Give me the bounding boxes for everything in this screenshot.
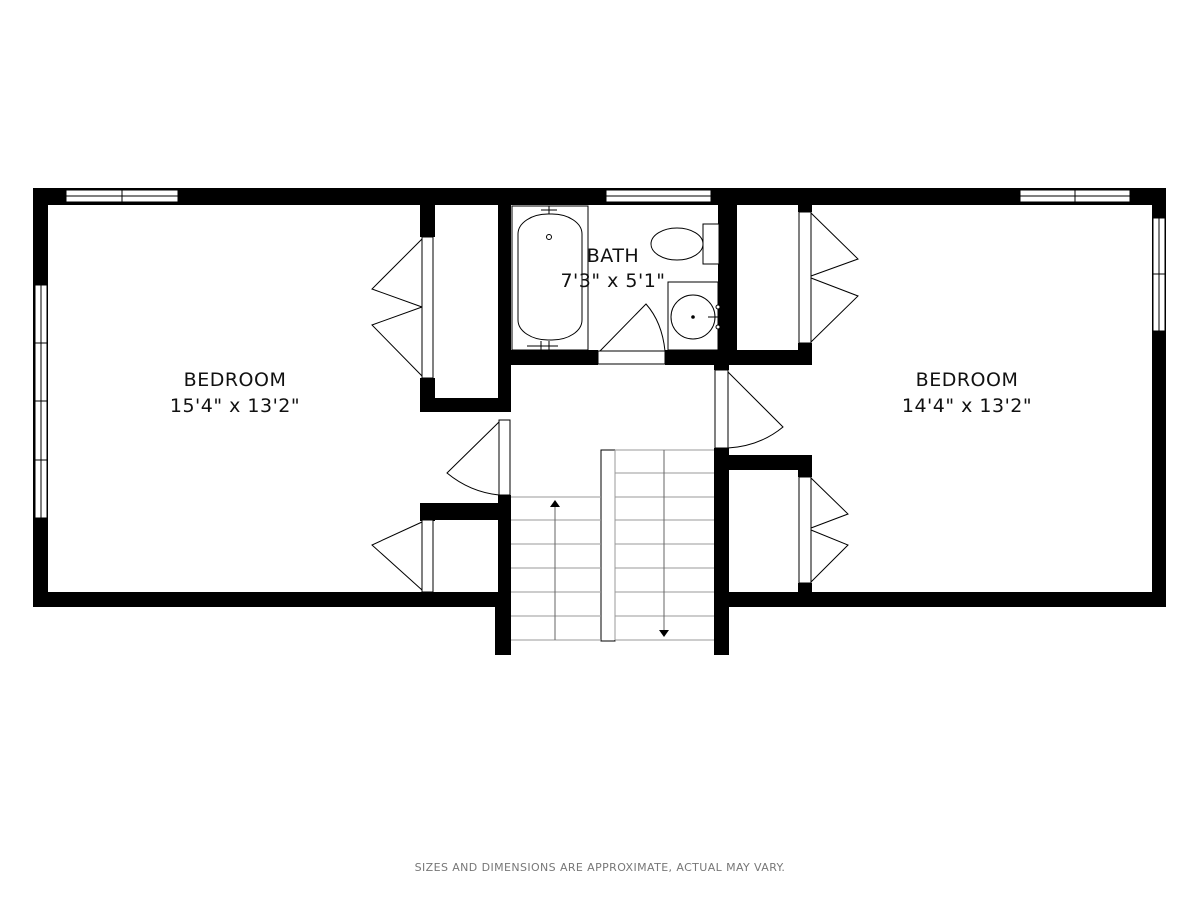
sink — [667, 281, 724, 351]
bedroom-left-dimensions: 15'4" x 13'2" — [170, 395, 300, 417]
doors — [371, 211, 859, 593]
staircase — [511, 449, 714, 642]
stair-up-arrow — [550, 500, 560, 507]
stair-down-arrow — [659, 630, 669, 637]
bedroom-left-name: BEDROOM — [184, 369, 287, 391]
disclaimer-text: SIZES AND DIMENSIONS ARE APPROXIMATE, AC… — [414, 861, 786, 874]
bath-fixtures — [511, 205, 724, 351]
bath-name: BATH — [587, 245, 639, 267]
toilet — [650, 223, 720, 265]
walls — [33, 188, 1166, 655]
bath-dimensions: 7'3" x 5'1" — [560, 270, 665, 292]
windows — [34, 189, 1166, 519]
bedroom-right-dimensions: 14'4" x 13'2" — [902, 395, 1032, 417]
bedroom-right-name: BEDROOM — [916, 369, 1019, 391]
